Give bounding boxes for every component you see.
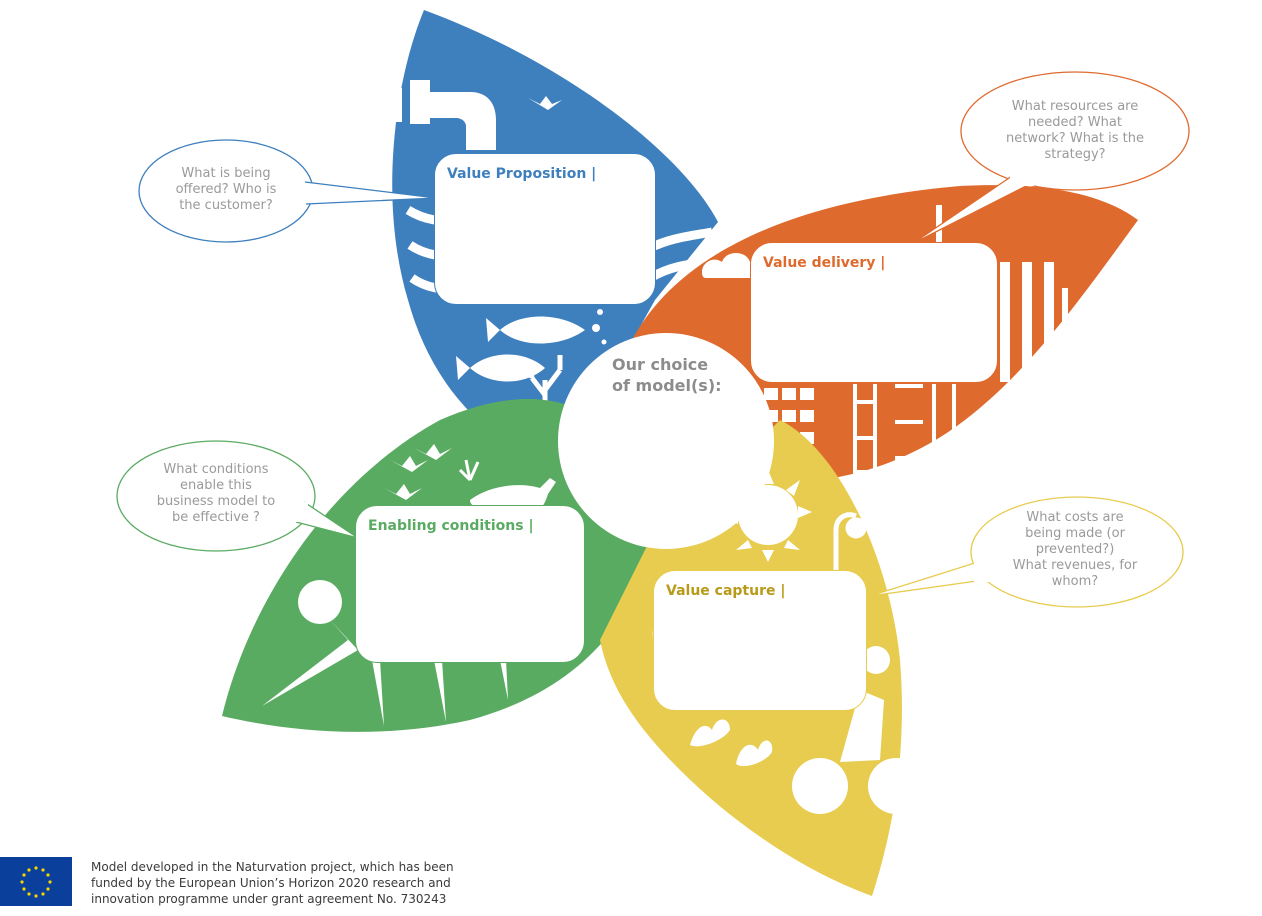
coral-icon [527,355,563,420]
question-value-delivery: What resources are needed? What network?… [995,99,1155,163]
question-line: What costs are [1026,510,1124,525]
bubble-value-capture [869,496,1184,608]
question-line: What conditions [163,462,269,477]
footer-line: Model developed in the Naturvation proje… [91,860,454,874]
bird-icon [384,444,452,500]
faucet-icon [392,80,496,150]
question-enabling-conditions: What conditions enable this business mod… [146,462,286,526]
center-label-line2: of model(s): [612,376,722,395]
question-value-proposition: What is being offered? Who is the custom… [156,166,296,214]
bubble-enabling-conditions [116,440,359,552]
box-value-delivery[interactable]: Value delivery | [750,242,998,383]
question-line: be effective ? [172,510,260,525]
question-line: strategy? [1044,147,1106,162]
street-lamp-icon [833,512,867,570]
box-value-capture[interactable]: Value capture | [653,570,867,711]
question-value-capture: What costs are being made (or prevented?… [1000,510,1150,590]
box-title-value-proposition: Value Proposition | [447,166,597,182]
center-label-line1: Our choice [612,355,709,374]
question-line: prevented?) [1035,542,1115,557]
question-line: What resources are [1011,99,1139,114]
question-line: enable this [180,478,252,493]
question-line: the customer? [179,198,273,213]
eu-flag-icon [0,857,72,906]
tree-icon [262,580,358,706]
bubble-value-proposition [138,139,437,243]
bubble-value-delivery [911,71,1190,245]
grass-spikes [372,660,508,726]
footer-credit: Model developed in the Naturvation proje… [91,859,511,907]
question-line: What is being [181,166,271,181]
cyclist-icon [792,646,924,814]
center-label: Our choice of model(s): [612,354,752,396]
question-line: business model to [156,494,276,509]
footer-line: funded by the European Union’s Horizon 2… [91,876,451,890]
question-line: What revenues, for [1012,558,1138,573]
box-title-enabling-conditions: Enabling conditions | [368,518,534,534]
box-enabling-conditions[interactable]: Enabling conditions | [355,505,585,663]
question-line: needed? What [1028,115,1122,130]
center-circle [558,333,774,549]
bird-icon [528,96,562,110]
question-line: whom? [1051,574,1099,589]
question-line: being made (or [1025,526,1125,541]
footer-line: innovation programme under grant agreeme… [91,892,447,906]
box-title-value-delivery: Value delivery | [763,255,886,271]
question-line: network? What is the [1006,131,1144,146]
fish-icon [456,309,607,382]
box-title-value-capture: Value capture | [666,583,786,599]
box-value-proposition[interactable]: Value Proposition | [434,153,656,305]
question-line: offered? Who is [175,182,277,197]
